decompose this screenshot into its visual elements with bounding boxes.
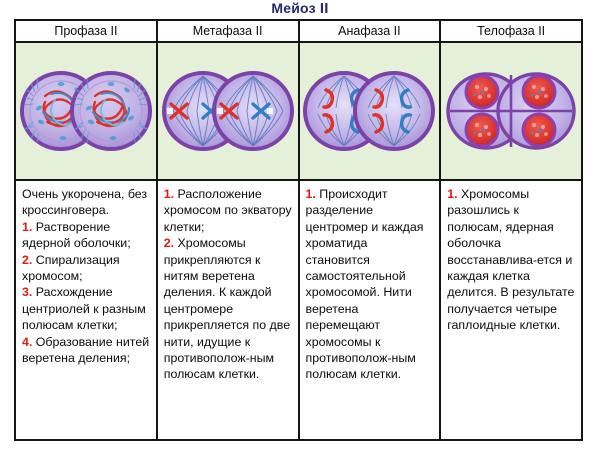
table-description-row: Очень укорочена, без кроссинговера. 1. Р… bbox=[16, 181, 581, 439]
title-text: Мейоз II bbox=[271, 0, 328, 17]
paragraph-text: Происходит разделение центромер и каждая… bbox=[305, 187, 424, 382]
telophase-2-cell-diagram bbox=[441, 43, 581, 179]
paragraph-number: 1. bbox=[22, 219, 33, 234]
column-header-telophase: Телофаза II bbox=[441, 21, 581, 41]
spindle-fibers-right bbox=[222, 75, 284, 147]
paragraph-text: Очень укорочена, без кроссинговера. bbox=[22, 187, 148, 218]
description-prophase: Очень укорочена, без кроссинговера. 1. Р… bbox=[16, 181, 158, 439]
chromatin-tangle-right bbox=[91, 90, 130, 128]
nucleus-bottom-right bbox=[521, 112, 557, 148]
vesicles-right bbox=[85, 82, 134, 140]
telophase-diagram-svg bbox=[446, 72, 576, 150]
table-header-row: Профаза II Метафаза II Анафаза II Телофа… bbox=[16, 21, 581, 43]
aster-fibers-right bbox=[73, 78, 148, 144]
phases-table: Профаза II Метафаза II Анафаза II Телофа… bbox=[14, 19, 583, 441]
title-numeral: II bbox=[319, 0, 329, 17]
nucleus-bottom-left bbox=[464, 112, 500, 148]
paragraph-number: 4. bbox=[22, 334, 33, 349]
nucleus-top-left bbox=[464, 74, 500, 110]
paragraph-number: 1. bbox=[305, 187, 316, 201]
prophase-diagram-svg bbox=[19, 71, 152, 151]
anaphase-diagram-svg bbox=[303, 71, 436, 151]
description-telophase: 1. Хромосомы разошлись к полюсам, ядерна… bbox=[441, 181, 581, 439]
description-paragraph: Очень укорочена, без кроссинговера. bbox=[22, 186, 151, 219]
paragraph-text: Расхождение центриолей к разным полюсам … bbox=[22, 285, 146, 333]
description-paragraph: 1. Растворение ядерной оболочки; bbox=[22, 219, 151, 252]
description-paragraph: 1. Расположение хромосом по экватору кле… bbox=[164, 186, 293, 235]
metaphase-2-cell-diagram bbox=[157, 43, 300, 179]
nucleus-top-right bbox=[521, 74, 557, 110]
paragraph-text: Хромосомы прикрепляются к нитям веретена… bbox=[163, 236, 291, 382]
separated-chromatids-right bbox=[372, 88, 413, 134]
metaphase-diagram-svg bbox=[161, 71, 294, 151]
description-paragraph: 2. Хромосомы прикрепляются к нитям верет… bbox=[164, 235, 293, 383]
description-paragraph: 1. Хромосомы разошлись к полюсам, ядерна… bbox=[447, 186, 576, 334]
description-anaphase: 1. Происходит разделение центромер и каж… bbox=[299, 181, 442, 439]
paragraph-number: 2. bbox=[22, 252, 33, 267]
paragraph-text: Спирализация хромосом; bbox=[22, 252, 120, 284]
metaphase-right-cell bbox=[211, 71, 294, 151]
telophase-nuclei bbox=[464, 74, 557, 148]
table-diagram-row bbox=[16, 43, 581, 181]
paragraph-number: 1. bbox=[163, 187, 175, 201]
anaphase-right-cell bbox=[353, 71, 436, 151]
prophase-right-cell bbox=[69, 71, 152, 151]
paragraph-text: Расположение хромосом по экватору клетки… bbox=[163, 187, 292, 234]
title-word: Мейоз bbox=[271, 0, 316, 16]
anaphase-2-cell-diagram bbox=[299, 43, 442, 179]
column-header-anaphase: Анафаза II bbox=[299, 21, 442, 41]
prophase-2-cell-diagram bbox=[16, 43, 158, 179]
column-header-metaphase: Метафаза II bbox=[157, 21, 300, 41]
paragraph-text: Растворение ядерной оболочки; bbox=[22, 219, 131, 251]
paragraph-text: Хромосомы разошлись к полюсам, ядерная о… bbox=[447, 187, 575, 333]
chromosomes-equator-right bbox=[216, 102, 273, 120]
description-paragraph: 3. Расхождение центриолей к разным полюс… bbox=[22, 284, 151, 333]
paragraph-number: 1. bbox=[447, 187, 458, 201]
paragraph-number: 2. bbox=[163, 236, 175, 251]
paragraph-text: Образование нитей веретена деления; bbox=[22, 334, 150, 366]
paragraph-number: 3. bbox=[22, 285, 33, 300]
column-header-prophase: Профаза II bbox=[16, 21, 158, 41]
figure-title: Мейоз II bbox=[0, 0, 600, 19]
description-metaphase: 1. Расположение хромосом по экватору кле… bbox=[157, 181, 300, 439]
description-paragraph: 2. Спирализация хромосом; bbox=[22, 252, 151, 285]
description-paragraph: 1. Происходит разделение центромер и каж… bbox=[306, 186, 435, 383]
description-paragraph: 4. Образование нитей веретена деления; bbox=[22, 334, 151, 367]
